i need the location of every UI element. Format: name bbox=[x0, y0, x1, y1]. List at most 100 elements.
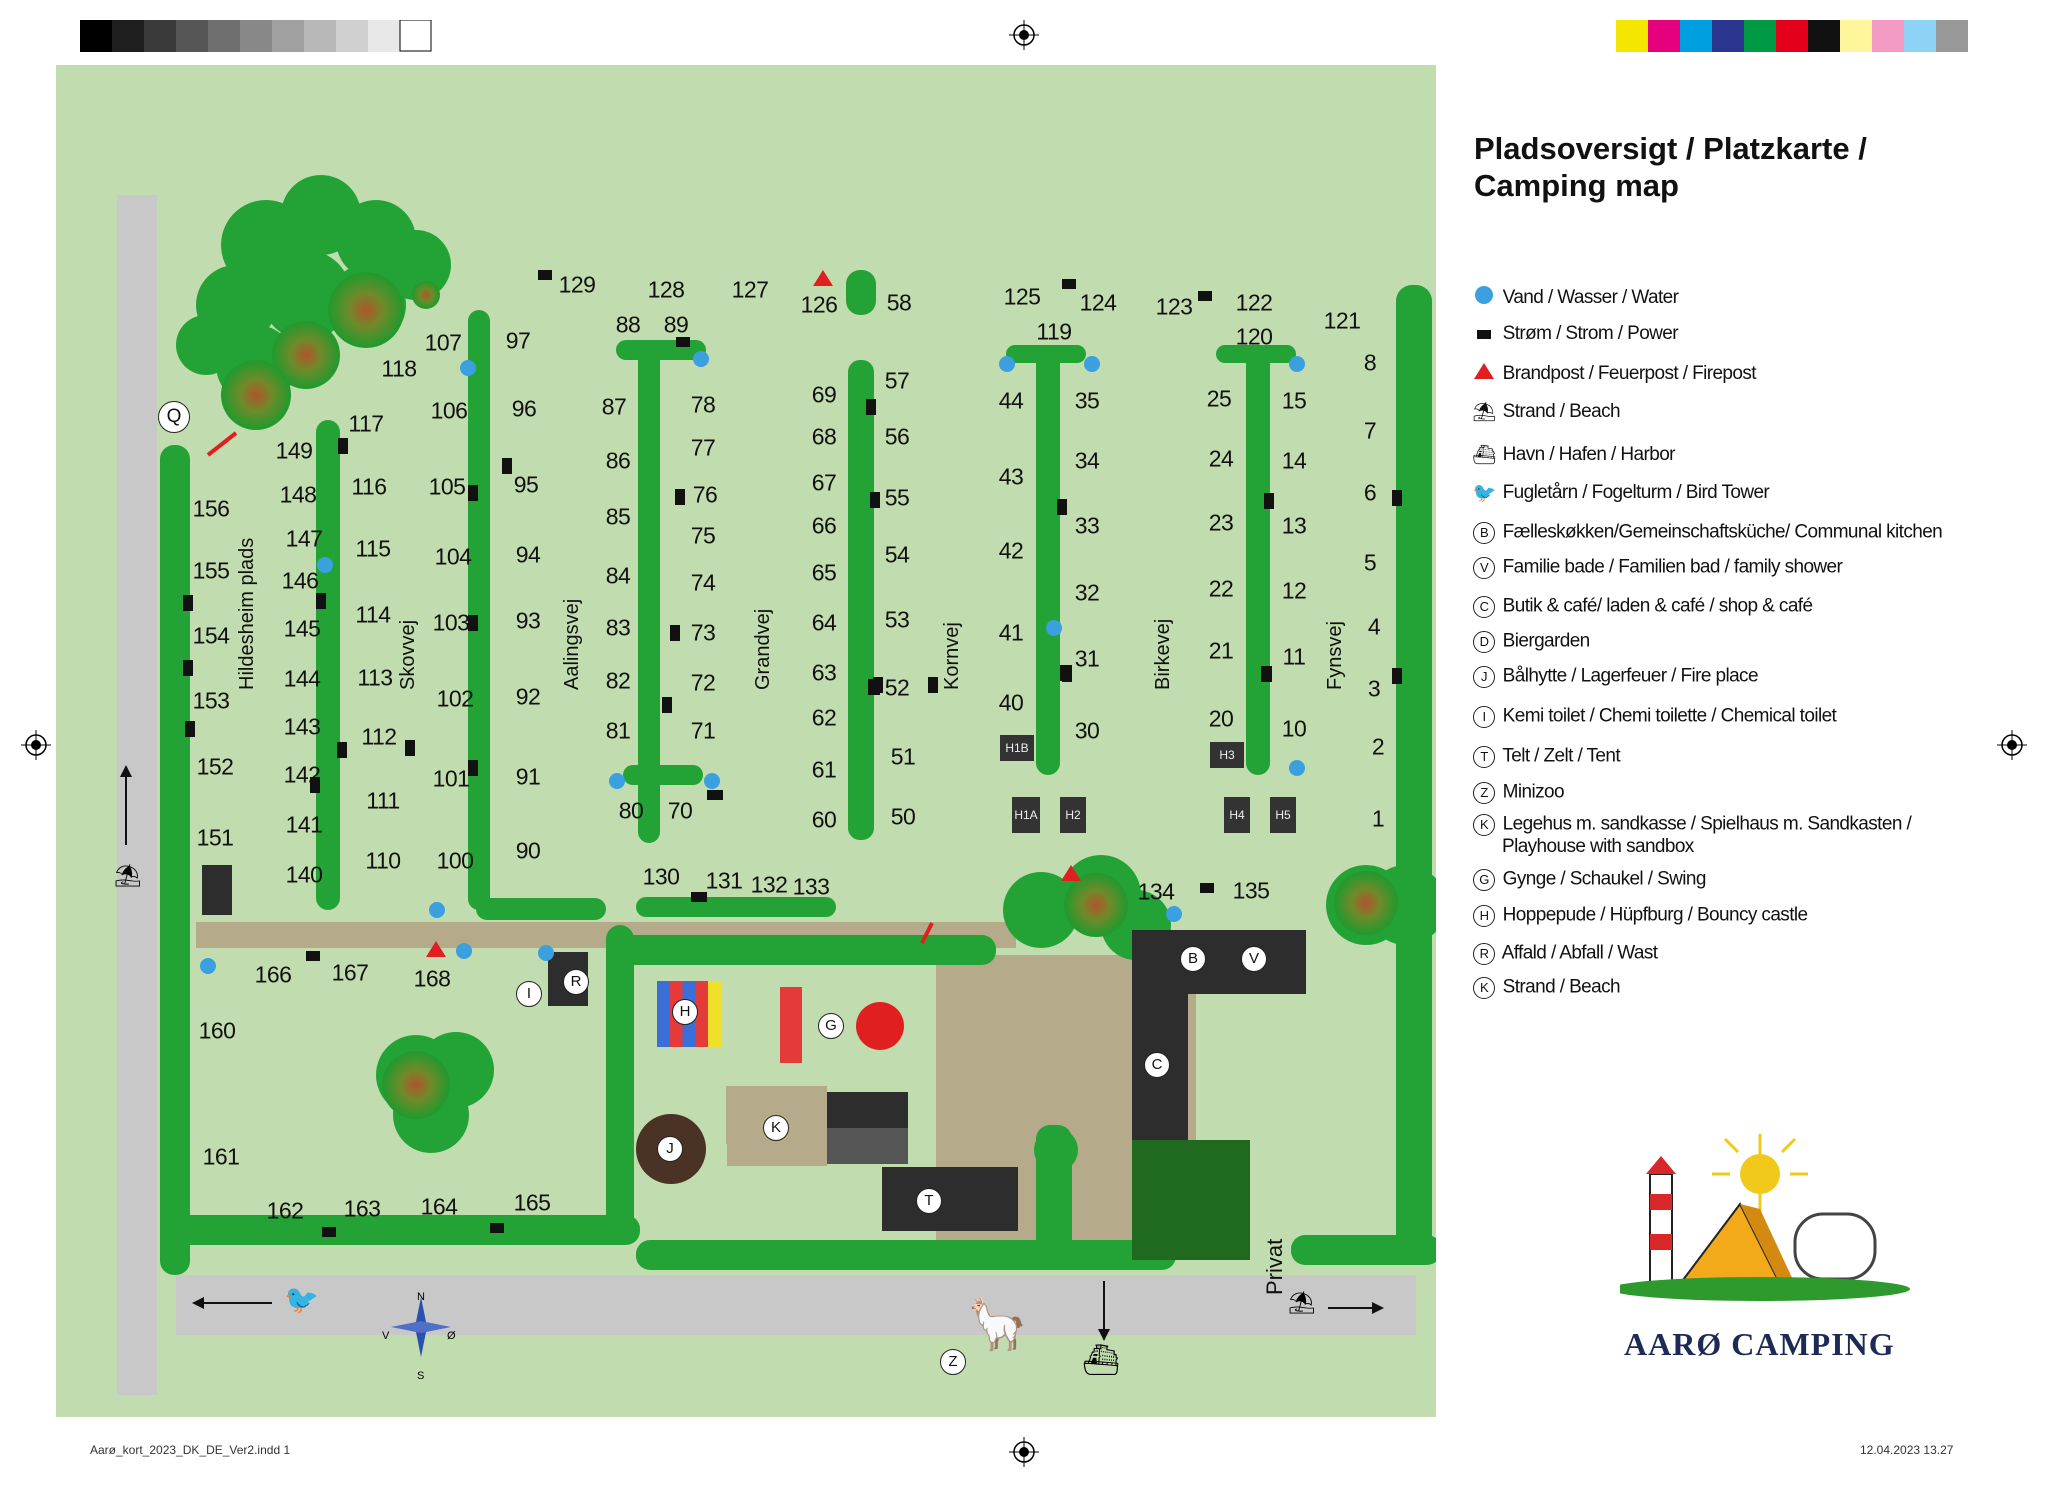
plot-number: 87 bbox=[601, 393, 627, 420]
marker-H[interactable]: H bbox=[672, 999, 698, 1025]
marker-C[interactable]: C bbox=[1144, 1052, 1170, 1078]
plot-number: 160 bbox=[198, 1017, 236, 1044]
power-box bbox=[185, 721, 195, 737]
plot-number: 55 bbox=[884, 484, 910, 511]
legend-symbol: K bbox=[1470, 976, 1498, 999]
plot-number: 151 bbox=[196, 824, 234, 851]
legend-label: Havn / Hafen / Harbor bbox=[1498, 444, 1676, 466]
plot-number: 50 bbox=[890, 803, 916, 830]
legend-symbol: T bbox=[1470, 745, 1498, 768]
plot-number: 72 bbox=[690, 669, 716, 696]
legend-symbol: I bbox=[1470, 705, 1498, 728]
legend-letter-icon: K bbox=[1473, 814, 1495, 836]
plot-number: 165 bbox=[513, 1189, 551, 1216]
marker-R[interactable]: R bbox=[563, 969, 589, 995]
legend-item: D Biergarden bbox=[1470, 630, 1590, 653]
marker-B[interactable]: B bbox=[1180, 946, 1206, 972]
plot-number: 65 bbox=[811, 559, 837, 586]
power-box bbox=[676, 337, 690, 347]
road-label-birkevej: Birkevej bbox=[1152, 618, 1174, 690]
plot-number: 11 bbox=[1282, 643, 1306, 670]
legend-letter-icon: D bbox=[1473, 631, 1495, 653]
plot-number: 78 bbox=[690, 391, 716, 418]
firepost bbox=[1061, 865, 1081, 881]
marker-V[interactable]: V bbox=[1241, 946, 1267, 972]
legend-symbol: H bbox=[1470, 904, 1498, 927]
plot-number: 134 bbox=[1137, 878, 1175, 905]
legend-item: V Familie bade / Familien bad / family s… bbox=[1470, 556, 1843, 579]
legend-label: Kemi toilet / Chemi toilette / Chemical … bbox=[1498, 705, 1837, 727]
legend-title-line2: Camping map bbox=[1474, 168, 1679, 203]
registration-mark-bottom bbox=[1009, 1437, 1039, 1467]
water-point bbox=[1046, 620, 1062, 636]
legend-title-line1: Pladsoversigt / Platzkarte / bbox=[1474, 131, 1867, 166]
building-K-grey bbox=[826, 1128, 908, 1164]
power-box bbox=[538, 270, 552, 280]
plot-number: 2 bbox=[1371, 733, 1385, 760]
plot-number: 110 bbox=[365, 847, 401, 874]
power-box bbox=[316, 593, 326, 609]
marker-Q[interactable]: Q bbox=[158, 401, 190, 433]
plot-number: 22 bbox=[1208, 575, 1234, 602]
legend-item: B Fælleskøkken/Gemeinschaftsküche/ Commu… bbox=[1470, 521, 1943, 544]
marker-G[interactable]: G bbox=[818, 1013, 844, 1039]
grayscale-bar bbox=[80, 19, 432, 52]
plot-number: 163 bbox=[343, 1195, 381, 1222]
legend-label: Strand / Beach bbox=[1498, 976, 1621, 998]
road-label-fynsvej: Fynsvej bbox=[1324, 621, 1346, 690]
plot-number: 127 bbox=[731, 276, 769, 303]
compass-s: S bbox=[417, 1370, 425, 1382]
marker-Z[interactable]: Z bbox=[940, 1349, 966, 1375]
registration-mark-right bbox=[1997, 730, 2027, 760]
plot-number: 74 bbox=[690, 569, 716, 596]
plot-number: 58 bbox=[886, 289, 912, 316]
legend-item: C Butik & café/ laden & café / shop & ca… bbox=[1470, 595, 1813, 618]
plot-number: 132 bbox=[750, 871, 788, 898]
plot-number: 114 bbox=[355, 601, 391, 628]
power-box bbox=[468, 615, 478, 631]
plot-number: 83 bbox=[605, 614, 631, 641]
plot-number: 118 bbox=[381, 355, 417, 382]
color-swatches bbox=[1616, 20, 1968, 52]
plot-number: 89 bbox=[663, 311, 689, 338]
power-box bbox=[183, 660, 193, 676]
legend-symbol: J bbox=[1470, 665, 1498, 688]
plot-number: 84 bbox=[605, 562, 631, 589]
legend-item: H Hoppepude / Hüpfburg / Bouncy castle bbox=[1470, 904, 1808, 927]
power-box bbox=[468, 485, 478, 501]
power-box bbox=[1062, 279, 1076, 289]
legend-item: 🐦 Fugletårn / Fogelturm / Bird Tower bbox=[1470, 481, 1769, 505]
plot-number: 57 bbox=[884, 367, 910, 394]
plot-number: 5 bbox=[1363, 549, 1377, 576]
plot-number: 77 bbox=[690, 434, 716, 461]
water-point bbox=[999, 356, 1015, 372]
plot-number: 148 bbox=[279, 481, 317, 508]
marker-J[interactable]: J bbox=[657, 1136, 683, 1162]
plot-number: 100 bbox=[436, 847, 474, 874]
power-box bbox=[405, 740, 415, 756]
arrow-north bbox=[120, 765, 132, 845]
legend-item: R Affald / Abfall / Wast bbox=[1470, 942, 1658, 965]
marker-K[interactable]: K bbox=[763, 1115, 789, 1141]
plot-number: 130 bbox=[642, 863, 680, 890]
plot-number: 166 bbox=[254, 961, 292, 988]
plot-number: 167 bbox=[331, 959, 369, 986]
marker-T[interactable]: T bbox=[916, 1188, 942, 1214]
plot-number: 140 bbox=[285, 861, 323, 888]
plot-number: 120 bbox=[1235, 323, 1273, 350]
water-dot bbox=[1470, 286, 1498, 310]
legend-symbol: D bbox=[1470, 630, 1498, 653]
water-point bbox=[704, 773, 720, 789]
power-box bbox=[502, 458, 512, 474]
grayscale-swatches bbox=[80, 19, 432, 52]
plot-number: 129 bbox=[558, 271, 596, 298]
plot-number: 76 bbox=[692, 481, 718, 508]
power-box bbox=[306, 951, 320, 961]
power-box bbox=[928, 677, 938, 693]
plot-number: 31 bbox=[1074, 645, 1100, 672]
plot-number: 104 bbox=[434, 543, 472, 570]
legend-label-line2: Playhouse with sandbox bbox=[1502, 836, 1694, 857]
hut-H5: H5 bbox=[1270, 797, 1296, 833]
marker-I[interactable]: I bbox=[516, 981, 542, 1007]
plot-number: 66 bbox=[811, 512, 837, 539]
